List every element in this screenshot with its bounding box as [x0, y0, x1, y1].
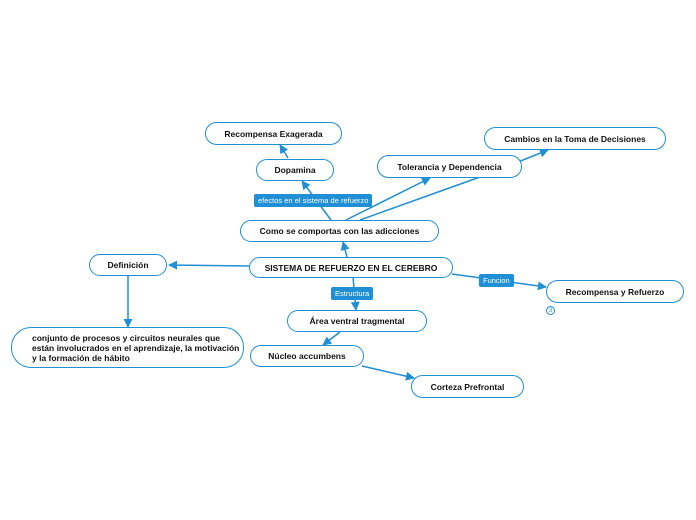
central-topic[interactable]: SISTEMA DE REFUERZO EN EL CEREBRO	[249, 257, 453, 278]
node-recompensa-refuerzo[interactable]: Recompensa y Refuerzo	[546, 280, 684, 303]
node-recompensa-exagerada[interactable]: Recompensa Exagerada	[205, 122, 342, 145]
node-definicion-texto[interactable]: conjunto de procesos y circuitos neurale…	[11, 327, 244, 368]
label-estructura[interactable]: Estructura	[331, 287, 374, 300]
node-nucleo-accumbens[interactable]: Núcleo accumbens	[250, 345, 364, 367]
collapse-count-badge[interactable]: 3	[546, 306, 555, 315]
node-corteza-prefrontal[interactable]: Corteza Prefrontal	[411, 375, 524, 398]
label-funcion[interactable]: Funcion	[479, 274, 514, 287]
node-adicciones[interactable]: Como se comportas con las adicciones	[240, 220, 439, 242]
node-area-ventral[interactable]: Área ventral tragmental	[287, 310, 427, 332]
node-cambios[interactable]: Cambios en la Toma de Decisiones	[484, 127, 666, 150]
node-dopamina[interactable]: Dopamina	[256, 159, 334, 181]
node-definicion[interactable]: Definición	[89, 254, 167, 276]
node-tolerancia[interactable]: Tolerancia y Dependencia	[377, 155, 522, 178]
label-efectos[interactable]: efectos en el sistema de refuerzo	[254, 194, 373, 207]
